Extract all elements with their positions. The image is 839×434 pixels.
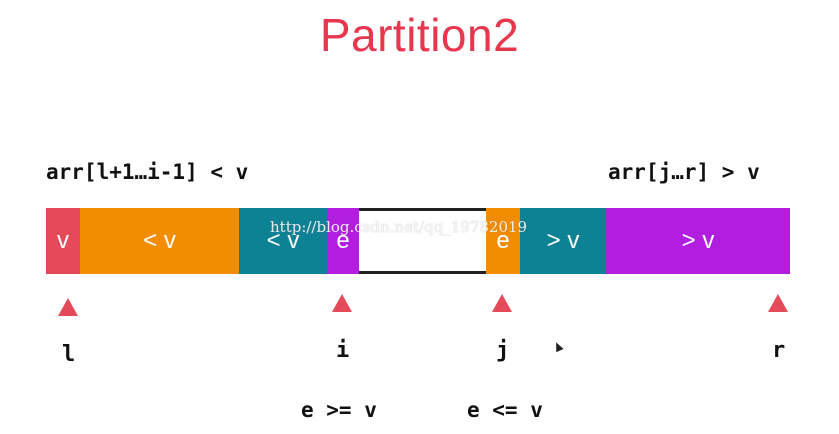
right-range-label: arr[j…r] > v	[608, 160, 760, 184]
marker-j-triangle	[492, 294, 512, 312]
condition-j: e <= v	[467, 398, 543, 422]
pointer-l-label: l	[62, 342, 76, 367]
pivot-segment: v	[46, 208, 80, 274]
marker-r-triangle	[768, 294, 788, 312]
pointer-r-label: r	[772, 338, 786, 363]
pointer-i-label: i	[336, 338, 350, 363]
array-bar: v < v < v e e > v > v	[46, 208, 790, 274]
left-range-label: arr[l+1…i-1] < v	[46, 160, 249, 184]
element-e-left: e	[327, 208, 359, 274]
element-e-right: e	[486, 208, 520, 274]
marker-l-triangle	[58, 298, 78, 316]
diagram-title: Partition2	[319, 9, 520, 61]
mouse-cursor-icon	[552, 340, 564, 353]
greater-than-segment-2: > v	[606, 208, 790, 274]
less-than-segment-2: < v	[239, 208, 327, 274]
unprocessed-segment	[359, 208, 486, 274]
marker-i-triangle	[332, 294, 352, 312]
pointer-j-label: j	[496, 338, 510, 363]
condition-i: e >= v	[301, 398, 377, 422]
less-than-segment: < v	[80, 208, 239, 274]
greater-than-segment: > v	[520, 208, 606, 274]
